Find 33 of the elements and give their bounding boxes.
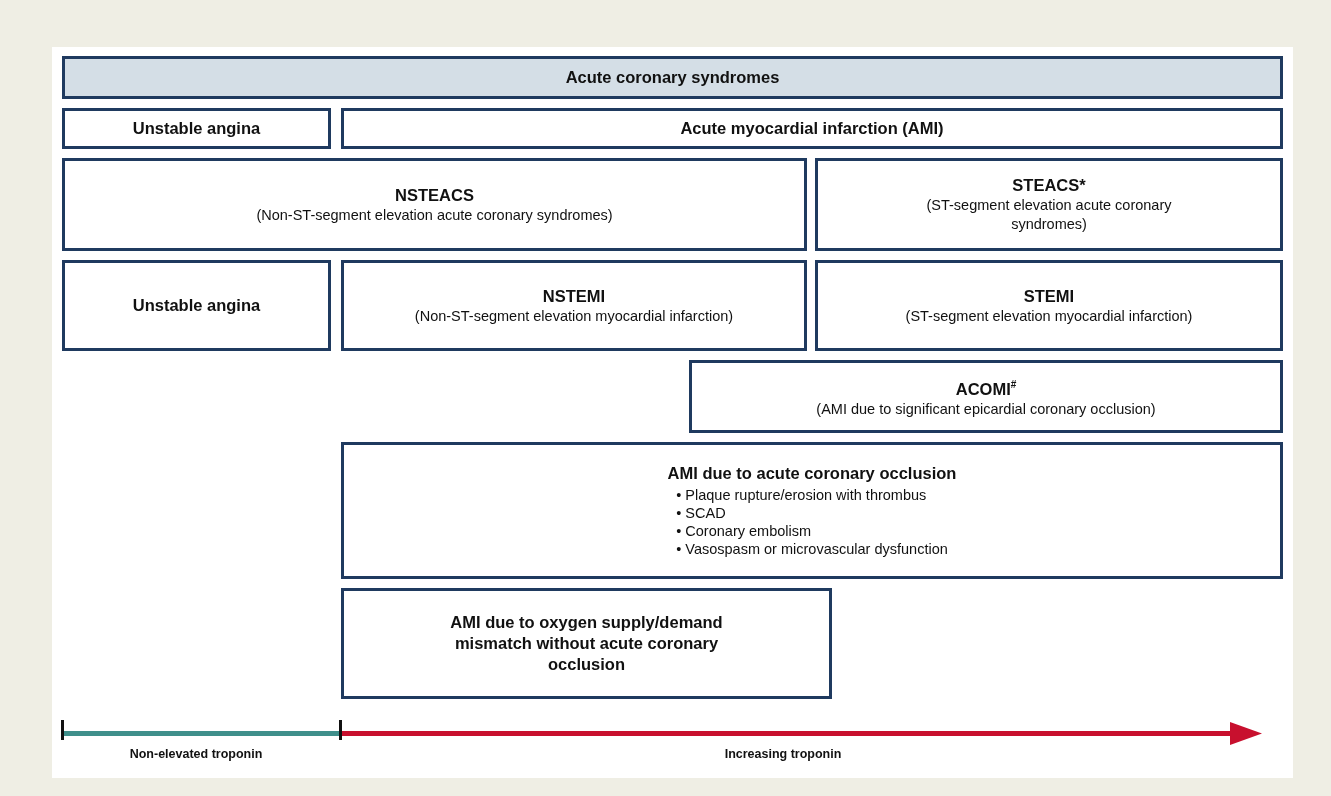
- bullet-item: • Vasospasm or microvascular dysfunction: [676, 540, 948, 558]
- box-description: (Non-ST-segment elevation acute coronary syndromes): [256, 205, 613, 225]
- box-description: (ST-segment elevation acute coronary syndromes): [925, 196, 1173, 234]
- box-heading: STEMI: [1023, 285, 1075, 307]
- category-box: [62, 158, 807, 251]
- bullet-item: • SCAD: [676, 504, 727, 522]
- box-heading: AMI due to acute coronary occlusion: [667, 463, 957, 484]
- category-box: [62, 260, 331, 351]
- box-heading: NSTEACS: [395, 184, 474, 206]
- bullet-item: • Plaque rupture/erosion with thrombus: [676, 486, 928, 504]
- box-description: (Non-ST-segment elevation myocardial infarction): [414, 306, 734, 326]
- box-heading: Acute myocardial infarction (AMI): [680, 118, 944, 139]
- box-description: (ST-segment elevation myocardial infarction): [905, 306, 1193, 326]
- box-heading: Unstable angina: [132, 295, 261, 316]
- box-heading: STEACS*: [1012, 175, 1086, 196]
- category-box: [341, 108, 1283, 149]
- category-box: [341, 442, 1283, 579]
- category-box: [689, 360, 1283, 433]
- category-box: [815, 260, 1283, 351]
- category-box: [62, 108, 331, 149]
- bullet-item: • Coronary embolism: [676, 522, 813, 540]
- box-description: (AMI due to significant epicardial coronary occlusion): [816, 399, 1156, 419]
- category-band: [62, 56, 1283, 99]
- box-heading: Acute coronary syndromes: [565, 67, 780, 88]
- category-box: [341, 588, 832, 699]
- axis-label: Non-elevated troponin: [129, 747, 263, 761]
- box-heading: NSTEMI: [542, 285, 606, 307]
- box-heading: ACOMI$^{#}$: [955, 378, 1017, 400]
- box-heading: Unstable angina: [132, 118, 261, 139]
- category-box: [815, 158, 1283, 251]
- category-box: [341, 260, 807, 351]
- box-heading: AMI due to oxygen supply/demand mismatch without acute coronary occlusion: [449, 612, 724, 675]
- axis-label: Increasing troponin: [724, 747, 842, 761]
